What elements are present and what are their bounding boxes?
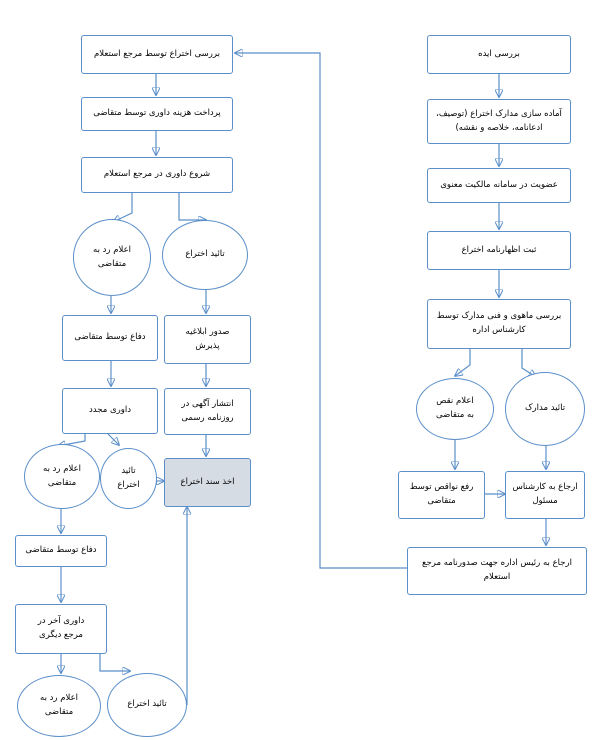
arrow-start-to-reject1 <box>113 193 133 222</box>
node-membership-label: عضویت در سامانه مالکیت معنوی <box>440 179 558 190</box>
node-register-declaration-label: ثبت اظهارنامه اختراع <box>461 244 537 255</box>
arrow-final-to-approve3 <box>99 654 130 671</box>
node-refer-expert-label: ارجاع به کارشناس مسئول <box>512 482 578 506</box>
node-reject-notice-3-label: اعلام رد به متقاضی <box>40 693 78 717</box>
node-pay-fee-label: پرداخت هزینه داوری توسط متقاضی <box>93 108 221 119</box>
arrow-start-to-approve1 <box>178 193 206 220</box>
node-formal-review: بررسی ماهوی و فنی مدارک توسط کارشناس ادا… <box>427 299 571 349</box>
node-reject-notice-1-label: اعلام رد به متقاضی <box>93 244 131 269</box>
node-defense-1-label: دفاع توسط متقاضی <box>74 332 146 343</box>
node-register-declaration: ثبت اظهارنامه اختراع <box>427 231 571 270</box>
node-reject-notice-2: اعلام رد به متقاضی <box>24 444 100 509</box>
node-notify-defect-label: اعلام نقص به متقاضی <box>436 396 474 420</box>
node-refer-expert: ارجاع به کارشناس مسئول <box>505 471 585 519</box>
node-defense-1: دفاع توسط متقاضی <box>62 315 158 361</box>
node-fix-defects-label: رفع نواقص توسط متقاضی <box>409 482 474 506</box>
node-notify-defect: اعلام نقص به متقاضی <box>416 378 494 440</box>
node-reject-notice-1: اعلام رد به متقاضی <box>73 219 151 296</box>
node-get-certificate: اخذ سند اختراع <box>164 458 251 507</box>
node-review-idea-label: بررسی ایده <box>478 48 520 59</box>
node-membership: عضویت در سامانه مالکیت معنوی <box>427 168 571 203</box>
node-issue-acceptance: صدور ابلاغیه پذیرش <box>164 315 251 364</box>
node-fix-defects: رفع نواقص توسط متقاضی <box>398 471 485 519</box>
node-inquiry-review-label: بررسی اختراع توسط مرجع استعلام <box>94 48 220 59</box>
node-approve-invention-3: تائید اختراع <box>107 673 187 737</box>
arrow-rejudging-to-approve2 <box>107 433 119 445</box>
node-approve-invention-3-label: تائید اختراع <box>127 699 167 710</box>
node-review-idea: بررسی ایده <box>427 35 571 74</box>
node-prepare-docs: آماده سازی مدارک اختراع (توصیف، ادعانامه… <box>427 99 571 144</box>
node-start-judging: شروع داوری در مرجع استعلام <box>81 157 233 193</box>
arrow-head-to-inquiry <box>235 53 407 569</box>
node-rejudging-label: داوری مجدد <box>89 405 131 416</box>
node-rejudging: داوری مجدد <box>62 388 158 434</box>
node-approve-invention-2-label: تائید اختراع <box>117 465 140 490</box>
node-approve-invention-2: تائید اختراع <box>100 448 157 509</box>
node-pay-fee: پرداخت هزینه داوری توسط متقاضی <box>81 97 233 131</box>
node-approve-invention-1-label: تائید اختراع <box>185 249 225 260</box>
node-prepare-docs-label: آماده سازی مدارک اختراع (توصیف، ادعانامه… <box>436 108 562 133</box>
node-start-judging-label: شروع داوری در مرجع استعلام <box>103 169 211 180</box>
node-reject-notice-3: اعلام رد به متقاضی <box>17 675 101 737</box>
node-defense-2-label: دفاع توسط متقاضی <box>25 545 97 556</box>
node-publish-notice: انتشار آگهی در روزنامه رسمی <box>164 388 251 435</box>
node-publish-notice-label: انتشار آگهی در روزنامه رسمی <box>181 398 234 423</box>
node-final-judging-label: داوری آخر در مرجع دیگری <box>37 616 85 640</box>
node-refer-head: ارجاع به رئیس اداره جهت صدورنامه مرجع اس… <box>407 547 587 595</box>
node-final-judging: داوری آخر در مرجع دیگری <box>15 604 107 654</box>
node-approve-docs-label: تائید مدارک <box>524 403 566 414</box>
node-approve-docs: تائید مدارک <box>505 372 585 446</box>
node-get-certificate-label: اخذ سند اختراع <box>180 476 235 487</box>
node-reject-notice-2-label: اعلام رد به متقاضی <box>43 463 81 488</box>
node-issue-acceptance-label: صدور ابلاغیه پذیرش <box>185 326 230 351</box>
node-formal-review-label: بررسی ماهوی و فنی مدارک توسط کارشناس ادا… <box>436 311 562 335</box>
node-refer-head-label: ارجاع به رئیس اداره جهت صدورنامه مرجع اس… <box>422 558 572 582</box>
node-defense-2: دفاع توسط متقاضی <box>15 535 107 567</box>
arrow-review-to-defect <box>455 349 471 376</box>
node-approve-invention-1: تائید اختراع <box>162 220 248 290</box>
node-inquiry-review: بررسی اختراع توسط مرجع استعلام <box>81 35 233 74</box>
